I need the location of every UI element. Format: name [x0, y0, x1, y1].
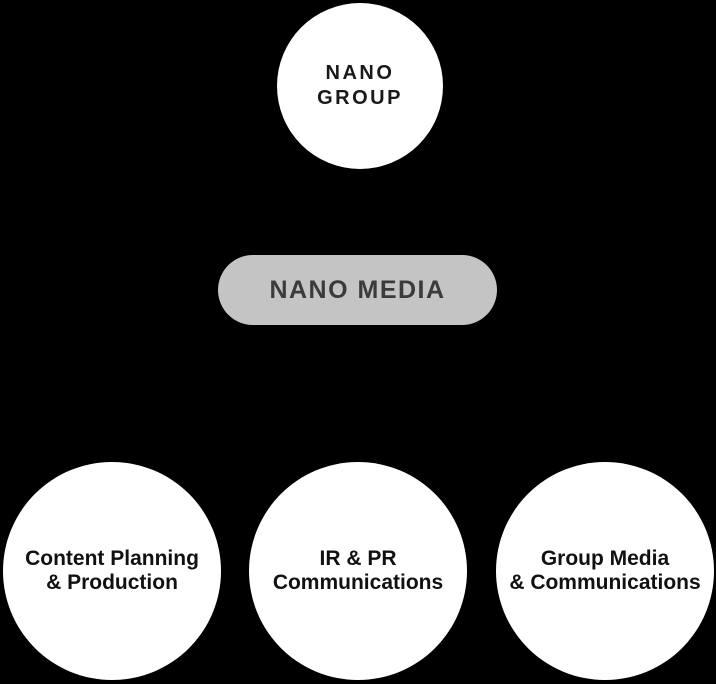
- org-node-label-line2: & Production: [46, 571, 178, 594]
- org-node-label-line1: IR & PR: [319, 546, 397, 570]
- org-node-label: Group Media & Communications: [509, 547, 700, 595]
- org-node-nano-media: NANO MEDIA: [218, 255, 497, 325]
- org-node-label-line1: NANO: [325, 62, 395, 84]
- org-node-label: NANO MEDIA: [269, 275, 446, 304]
- org-node-label: Content Planning & Production: [25, 547, 199, 595]
- org-node-label-line2: Communications: [272, 571, 444, 594]
- org-node-nano-group: NANO GROUP: [277, 3, 443, 169]
- org-node-label-line1: Content Planning: [25, 546, 199, 570]
- org-node-label: IR & PR Communications: [273, 547, 443, 595]
- org-node-ir-pr-communications: IR & PR Communications: [249, 462, 467, 680]
- org-node-label: NANO GROUP: [317, 61, 403, 111]
- org-node-label-line2: GROUP: [317, 87, 403, 109]
- org-node-content-planning-production: Content Planning & Production: [3, 462, 221, 680]
- org-node-group-media-communications: Group Media & Communications: [496, 462, 714, 680]
- org-node-label-line1: Group Media: [540, 546, 670, 570]
- org-node-label-line2: & Communications: [509, 571, 701, 594]
